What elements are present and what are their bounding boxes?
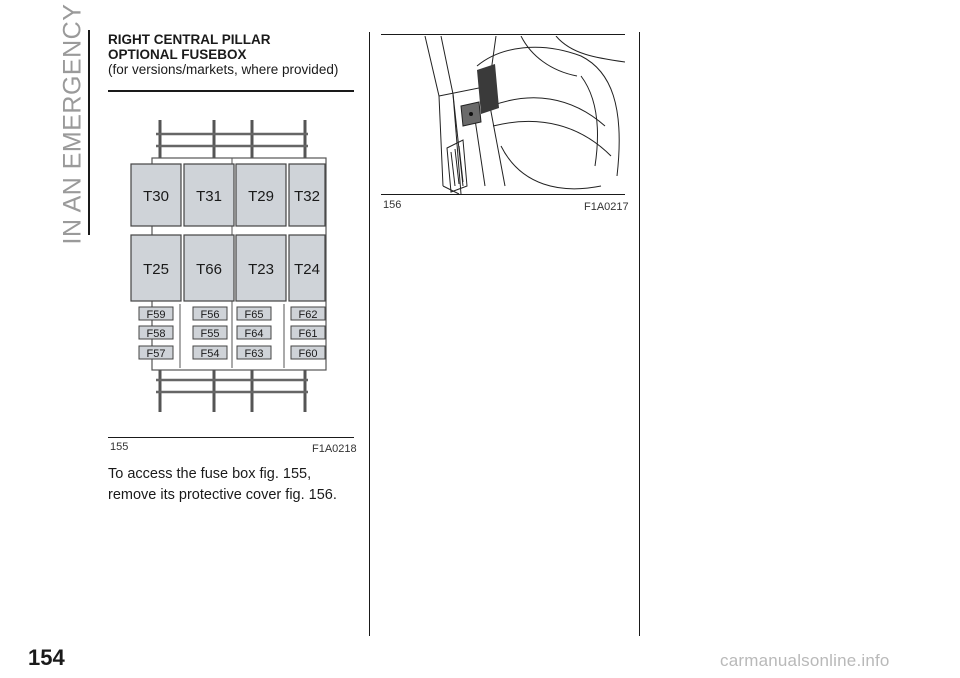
- fusebox-diagram-svg: T30 T31 T29 T32 T25 T66 T23 T24 F59: [130, 120, 327, 412]
- relay-label: T25: [143, 261, 169, 278]
- heading-note: (for versions/markets, where provided): [108, 62, 339, 77]
- figure-155-top-rule: [108, 90, 354, 92]
- figure-156-bottom-rule: [381, 194, 625, 195]
- page-number: 154: [28, 645, 65, 670]
- relay-label: T23: [248, 261, 274, 278]
- figure-155-bottom-rule: [108, 437, 354, 438]
- fuse-label: F54: [201, 348, 220, 360]
- figure-156-number: 156: [383, 199, 402, 211]
- relay-label: T31: [196, 188, 222, 205]
- relay-label: T24: [294, 261, 320, 278]
- fuse-label: F64: [245, 328, 264, 340]
- column-divider: [369, 32, 370, 636]
- relay-label: T66: [196, 261, 222, 278]
- heading-line-1: RIGHT CENTRAL PILLAR: [108, 32, 271, 47]
- fuse-label: F59: [147, 309, 166, 321]
- pillar-cover-illustration: [381, 36, 625, 194]
- figure-156-top-rule: [381, 34, 625, 35]
- column-divider: [639, 32, 640, 636]
- fuse-label: F55: [201, 328, 220, 340]
- fuse-label: F65: [245, 309, 264, 321]
- pillar-cover-svg: [424, 36, 625, 194]
- fuse-label: F61: [299, 328, 318, 340]
- heading-line-2: OPTIONAL FUSEBOX: [108, 47, 247, 62]
- watermark: carmanualsonline.info: [720, 651, 890, 670]
- fusebox-heading: RIGHT CENTRAL PILLAR OPTIONAL FUSEBOX (f…: [108, 32, 358, 77]
- fuse-label: F57: [147, 348, 166, 360]
- section-title: IN AN EMERGENCY: [58, 3, 87, 245]
- fuse-label: F60: [299, 348, 318, 360]
- section-rule: [88, 30, 90, 235]
- figure-156-code: F1A0217: [584, 201, 629, 213]
- relay-label: T30: [143, 188, 169, 205]
- fusebox-diagram: T30 T31 T29 T32 T25 T66 T23 T24 F59: [108, 92, 354, 437]
- figure-155-number: 155: [110, 441, 129, 453]
- fuse-label: F56: [201, 309, 220, 321]
- relay-label: T32: [294, 188, 320, 205]
- access-instructions: To access the fuse box fig. 155, remove …: [108, 466, 337, 503]
- figure-155-code: F1A0218: [312, 443, 357, 455]
- fuse-label: F62: [299, 309, 318, 321]
- fuse-label: F63: [245, 348, 264, 360]
- relay-label: T29: [248, 188, 274, 205]
- fuse-label: F58: [147, 328, 166, 340]
